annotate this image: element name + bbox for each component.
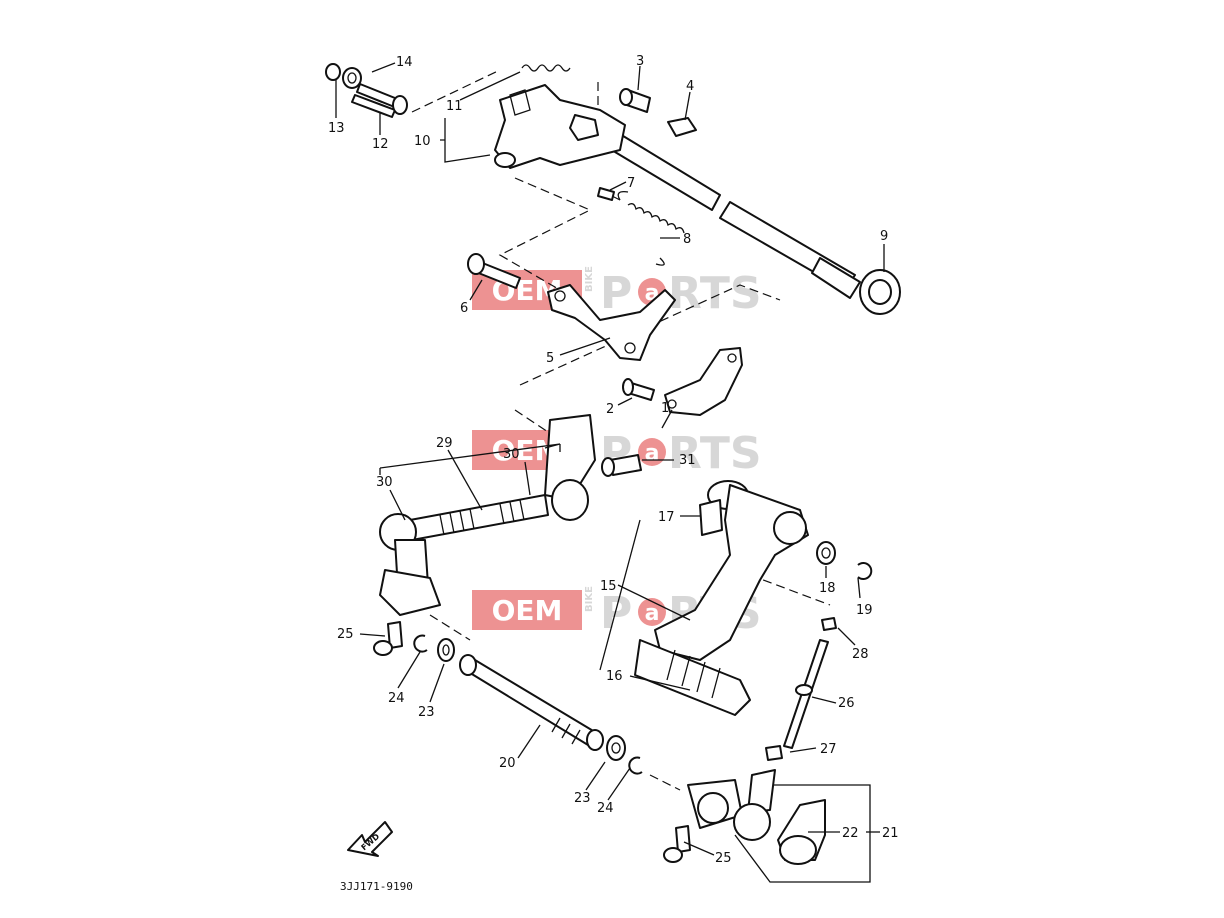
watermark-p: P (600, 268, 632, 319)
bolt-part (619, 88, 651, 113)
stopper-lever-part (664, 347, 743, 416)
callout-20: 20 (499, 756, 516, 771)
callout-19: 19 (856, 603, 873, 618)
callout-4: 4 (686, 79, 694, 94)
callout-21: 21 (882, 826, 899, 841)
callout-3: 3 (636, 54, 644, 69)
bolt-part (663, 825, 691, 863)
bolt-part (373, 621, 403, 656)
callout-labels: 1 2 3 4 5 6 7 8 9 10 11 12 13 14 15 16 1… (328, 54, 899, 866)
washer-part (606, 735, 626, 761)
callout-24-bottom: 24 (597, 801, 614, 816)
watermark-rts: RTS (668, 428, 762, 479)
watermark-a: a (645, 441, 660, 466)
shift-shaft-part (599, 127, 901, 315)
bolt-part (601, 454, 642, 477)
pin-part (351, 83, 408, 118)
small-spring-part (521, 64, 571, 72)
watermark-bike: BIKE (584, 266, 595, 292)
washer-part (437, 638, 455, 662)
shift-lever-plate-part (547, 284, 676, 361)
callout-22: 22 (842, 826, 859, 841)
callout-18: 18 (819, 581, 836, 596)
callout-15: 15 (600, 579, 617, 594)
circlip-part (857, 562, 873, 580)
shift-pedal-part (634, 480, 809, 716)
callout-16: 16 (606, 669, 623, 684)
callout-2: 2 (606, 402, 614, 417)
shift-rod-assembly-part (379, 414, 596, 616)
callout-10: 10 (414, 134, 431, 149)
callout-28: 28 (852, 647, 869, 662)
callout-23-bottom: 23 (574, 791, 591, 806)
callout-9: 9 (880, 229, 888, 244)
callout-23: 23 (418, 705, 435, 720)
callout-7: 7 (627, 176, 635, 191)
pin-part (597, 187, 615, 201)
callout-29: 29 (436, 436, 453, 451)
joint-assembly-part (687, 769, 871, 883)
callout-26: 26 (838, 696, 855, 711)
watermark-a: a (645, 601, 660, 626)
watermark-bike: BIKE (584, 586, 595, 612)
circlip-part (413, 634, 428, 653)
callout-30: 30 (503, 447, 520, 462)
watermark-p: P (600, 588, 632, 639)
leader-lines (335, 62, 885, 856)
callout-25-bottom: 25 (715, 851, 732, 866)
callout-31: 31 (679, 453, 696, 468)
callout-24: 24 (388, 691, 405, 706)
nut-part (765, 745, 783, 761)
callout-17: 17 (658, 510, 675, 525)
washer-part (325, 63, 362, 89)
callout-30-left: 30 (376, 475, 393, 490)
callout-8: 8 (683, 232, 691, 247)
callout-12: 12 (372, 137, 389, 152)
callout-14: 14 (396, 55, 413, 70)
callout-11: 11 (446, 99, 463, 114)
callout-6: 6 (460, 301, 468, 316)
circlip-part (628, 756, 643, 775)
forward-arrow-icon: FWD (347, 821, 393, 857)
drawing-code: 3JJ171-9190 (340, 880, 413, 893)
pivot-shaft-part (459, 654, 604, 751)
clip-part (667, 117, 697, 137)
washer-part (816, 541, 836, 565)
callout-27: 27 (820, 742, 837, 757)
threaded-rod-part (783, 639, 829, 749)
bolt-part (622, 378, 655, 401)
callout-5: 5 (546, 351, 554, 366)
bolt-part (467, 253, 521, 289)
callout-13: 13 (328, 121, 345, 136)
nut-part (821, 617, 837, 631)
callout-25: 25 (337, 627, 354, 642)
watermark-rts: RTS (668, 268, 762, 319)
callout-1: 1 (661, 401, 669, 416)
watermark-oem: OEM (492, 594, 563, 627)
assembly-dash-lines (411, 69, 831, 791)
watermark-1: OEM BIKE P a RTS (472, 266, 762, 319)
shift-arm-assembly-part (494, 84, 626, 169)
return-spring-part (617, 191, 685, 266)
